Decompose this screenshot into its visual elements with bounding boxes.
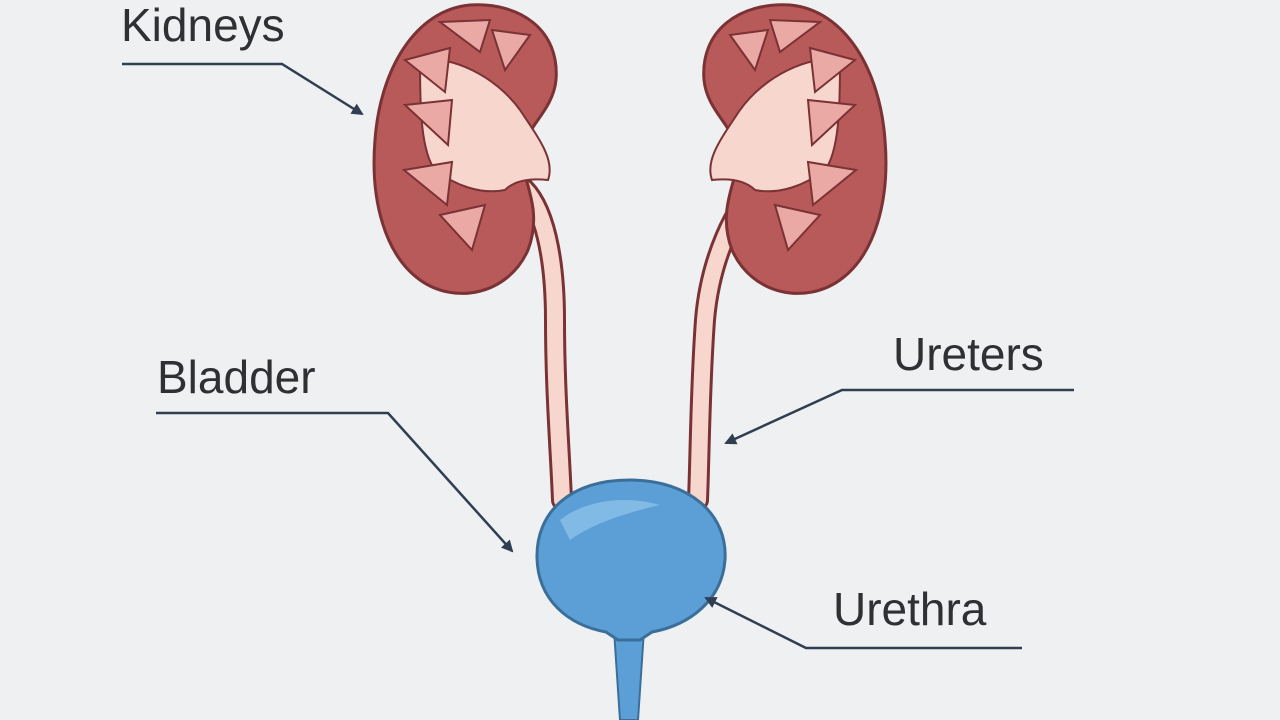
ureters-label: Ureters [893, 328, 1044, 380]
left-ureter-inner [512, 177, 570, 508]
urethra-label: Urethra [833, 583, 987, 635]
bladder-highlight [560, 500, 660, 540]
right-kidney [702, 3, 888, 295]
ureters-leader-line [724, 388, 1074, 445]
urethra-leader-line [704, 596, 1022, 650]
kidneys-label: Kidneys [121, 0, 285, 51]
bladder-leader-line [156, 411, 514, 553]
bladder-label: Bladder [157, 351, 316, 403]
kidneys-leader-line [122, 62, 364, 116]
left-kidney [372, 3, 558, 295]
